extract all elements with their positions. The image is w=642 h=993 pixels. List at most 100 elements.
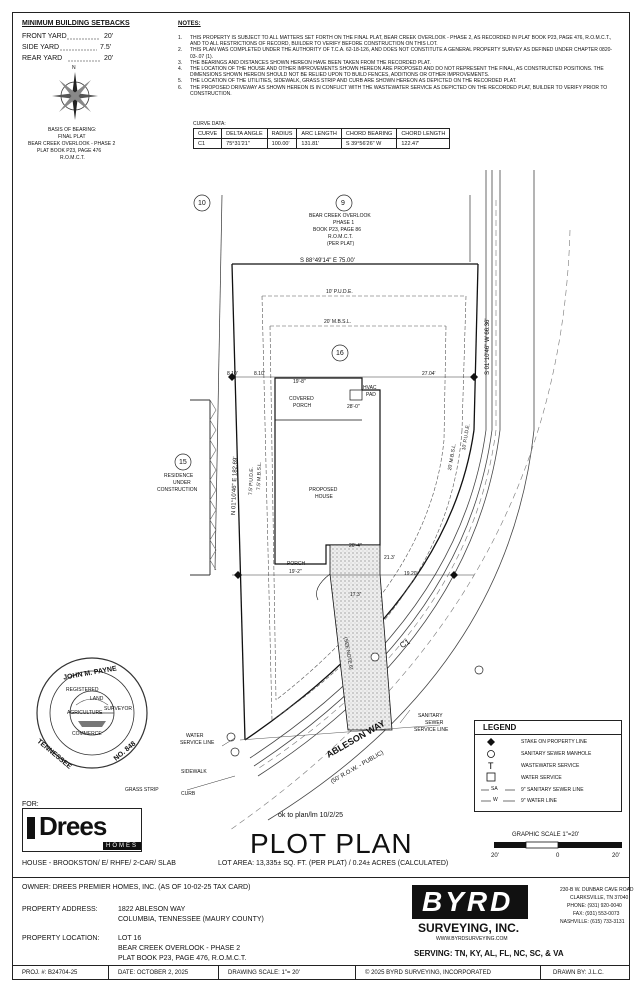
- curve-title: CURVE DATA:: [193, 121, 226, 127]
- lot-16-number: 16: [336, 350, 344, 357]
- setback-leaders: [60, 38, 100, 62]
- legend-item: 9" SANITARY SEWER LINE: [521, 787, 584, 793]
- sanitary-label: SANITARY: [418, 713, 443, 719]
- lot15-line: RESIDENCE: [164, 473, 194, 479]
- stake-icon: [487, 738, 495, 746]
- note-item: 3.THE BEARINGS AND DISTANCES SHOWN HEREO…: [178, 59, 431, 66]
- covered-porch-label: COVERED: [289, 396, 314, 402]
- scale-tick: 20': [491, 853, 499, 859]
- drees-logo: Drees HOMES: [22, 808, 142, 852]
- legend-item: WASTEWATER SERVICE: [521, 763, 580, 769]
- seal-center-text: COMMERCE: [72, 731, 102, 737]
- graphic-scale-bar: [494, 841, 622, 849]
- drawing-sheet: [12, 12, 630, 980]
- location-line3: PLAT BOOK P23, PAGE 476, R.O.M.C.T.: [118, 955, 247, 962]
- dim-label: 20'-4": [349, 543, 362, 549]
- bearing-line4: PLAT BOOK P23, PAGE 476: [37, 148, 102, 154]
- note-item: 6.THE PROPOSED DRIVEWAY AS SHOWN HEREON …: [178, 84, 608, 97]
- seal-ring-text: SURVEYOR: [104, 706, 132, 712]
- north-line-bearing: S 88°49'14" E 75.00': [300, 258, 355, 264]
- water-service-label: WATER: [186, 733, 204, 739]
- lot15-line: UNDER: [173, 480, 191, 486]
- site-plan-drawing: [174, 170, 571, 831]
- water-service-label: SERVICE LINE: [180, 740, 215, 746]
- legend-symbols: T: [481, 738, 515, 802]
- byrd-logo: BYRD: [412, 885, 528, 919]
- dim-label: 17.3': [350, 592, 361, 598]
- owner-line: OWNER: DREES PREMIER HOMES, INC. (AS OF …: [22, 884, 251, 891]
- east-line-bearing: S 01°10'46" W 66.36': [485, 318, 491, 375]
- legend-item: WATER SERVICE: [521, 775, 562, 781]
- bearing-line5: R.O.M.C.T.: [60, 155, 85, 161]
- dim-label: 8.10': [227, 371, 238, 377]
- curb-label: CURB: [181, 791, 196, 797]
- lot15-line: CONSTRUCTION: [157, 487, 198, 493]
- dim-label: 27.04': [422, 371, 436, 377]
- lot9-line: BEAR CREEK OVERLOOK: [309, 213, 371, 219]
- water-service-icon: [486, 772, 496, 782]
- proposed-house-label: HOUSE: [315, 494, 333, 500]
- lot9-line: (PER PLAT): [327, 241, 355, 247]
- seal-ring-text: LAND: [90, 696, 104, 702]
- setbacks-title: MINIMUM BUILDING SETBACKS: [22, 20, 130, 27]
- serving-states: SERVING: TN, KY, AL, FL, NC, SC, & VA: [414, 949, 564, 958]
- note-item: 1.THIS PROPERTY IS SUBJECT TO ALL MATTER…: [178, 35, 612, 48]
- area-line: LOT AREA: 13,335± SQ. FT. (PER PLAT) / 0…: [218, 860, 449, 867]
- setback-side-label: SIDE YARD: [22, 44, 60, 51]
- msl-top-label: 20' M.B.S.L.: [324, 319, 352, 325]
- house-line: HOUSE - BROOKSTON/ E/ RHFE/ 2-CAR/ SLAB: [22, 860, 176, 867]
- note-item: 4.THE LOCATION OF THE HOUSE AND OTHER IM…: [178, 66, 604, 79]
- scale-tick: 0: [556, 853, 560, 859]
- dim-label: 8.10': [254, 371, 265, 377]
- dim-label: 19'-8": [293, 379, 306, 385]
- porch-label: PORCH: [287, 561, 306, 567]
- setback-rear-value: 20': [104, 55, 114, 62]
- contact-line: PHONE: (931) 920-0040: [567, 903, 622, 909]
- bearing-line2: FINAL PLAT: [58, 134, 86, 140]
- dim-label: 28'-0": [347, 404, 360, 410]
- for-label: FOR:: [22, 801, 39, 808]
- pude-top-label: 10' P.U.D.E.: [326, 289, 353, 295]
- dim-label: 21.3': [384, 555, 395, 561]
- website: WWW.BYRDSURVEYING.COM: [436, 936, 508, 942]
- note-item: 5.THE LOCATION OF THE UTILITIES, SIDEWAL…: [178, 78, 517, 85]
- hvac-label: HVAC: [363, 385, 377, 391]
- manhole-icon: [487, 750, 495, 758]
- drees-mark: [27, 817, 35, 839]
- proposed-house-label: PROPOSED: [309, 487, 338, 493]
- location-line1: LOT 16: [118, 935, 142, 942]
- seal-center-text: AGRICULTURE: [67, 710, 103, 716]
- legend-sa-symbol: SA: [491, 786, 498, 792]
- drawing-scale: DRAWING SCALE: 1"= 20': [228, 970, 300, 976]
- note-item: 2.THIS PLAN WAS COMPLETED UNDER THE AUTH…: [178, 47, 613, 60]
- seal-ring-text: REGISTERED: [66, 687, 99, 693]
- sidewalk-label: SIDEWALK: [181, 769, 207, 775]
- legend-item: 9" WATER LINE: [521, 798, 557, 804]
- lot-9-number: 9: [341, 200, 345, 207]
- bearing-line1: BASIS OF BEARING:: [48, 127, 97, 133]
- contact-line: FAX: (931) 553-0073: [573, 911, 620, 917]
- grass-strip-label: GRASS STRIP: [125, 787, 159, 793]
- address-line1: 1822 ABLESON WAY: [118, 906, 186, 913]
- approval-note: ok to plan/lm 10/2/25: [278, 812, 343, 819]
- scale-tick: 20': [612, 853, 620, 859]
- lot9-line: PHASE 1: [333, 220, 355, 226]
- legend-box: LEGEND T SA W STAKE ON PROPERTY LINE SAN…: [474, 720, 622, 812]
- notes-title: NOTES:: [178, 21, 201, 27]
- copyright: © 2025 BYRD SURVEYING, INCORPORATED: [365, 970, 491, 976]
- plot-plan-title: PLOT PLAN: [250, 828, 413, 859]
- legend-item: SANITARY SEWER MANHOLE: [521, 751, 592, 757]
- wastewater-icon: T: [488, 761, 494, 771]
- pude-left-label: 7.5' P.U.D.E.: [248, 466, 255, 496]
- titleblock-top-border: [12, 877, 630, 878]
- contact-line: CLARKSVILLE, TN 37040: [570, 895, 629, 901]
- legend-w-symbol: W: [493, 797, 498, 803]
- bsl-left-label: 7.5' M.B.S.L.: [256, 461, 263, 491]
- hvac-label: PAD: [366, 392, 376, 398]
- contact-line: NASHVILLE: (615) 733-3131: [560, 919, 625, 925]
- lot9-line: R.O.M.C.T.: [328, 234, 353, 240]
- setback-front-label: FRONT YARD: [22, 33, 67, 40]
- covered-porch-label: PORCH: [293, 403, 312, 409]
- lot9-line: BOOK P23, PAGE 86: [313, 227, 361, 233]
- address-label: PROPERTY ADDRESS:: [22, 906, 98, 913]
